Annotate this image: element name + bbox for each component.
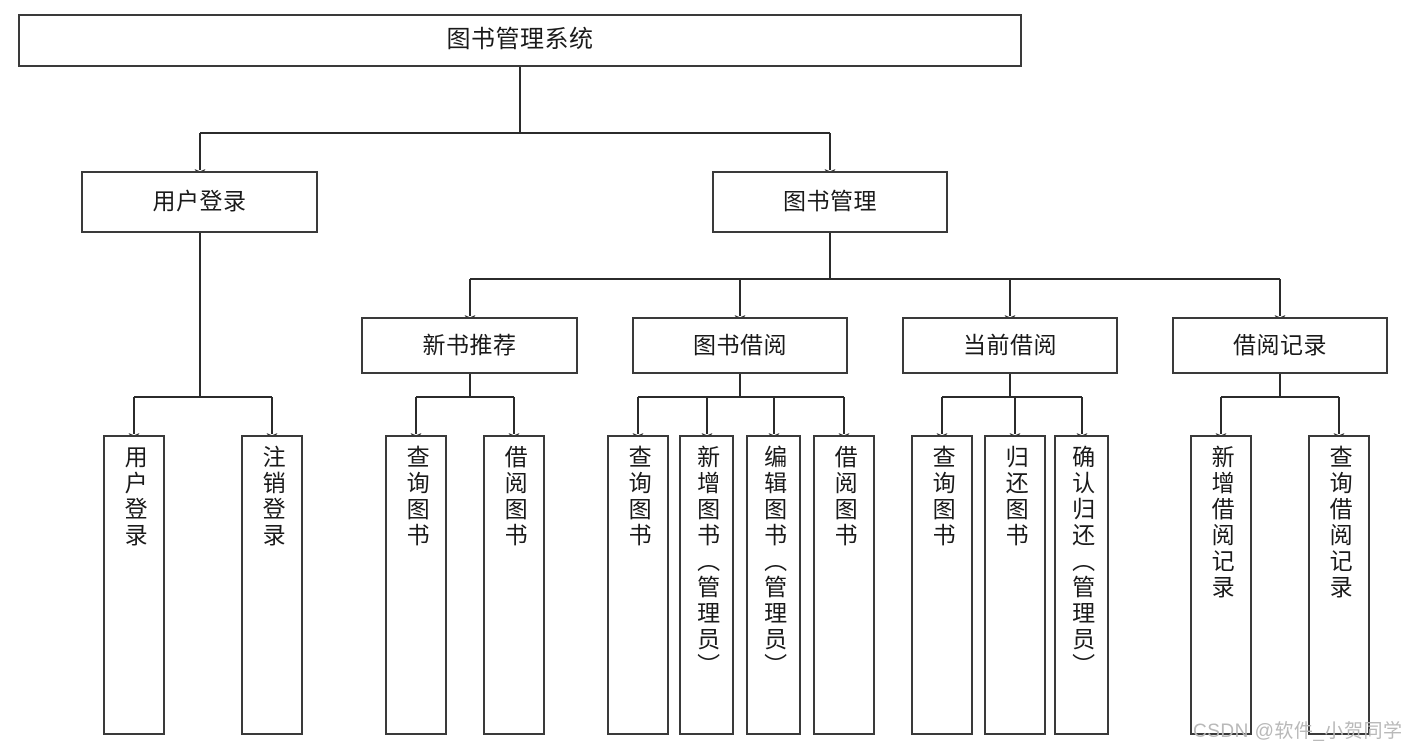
node-label: 查询借阅记录 [1326, 445, 1353, 601]
node-label: 新增借阅记录 [1208, 445, 1235, 601]
node-label: 查询图书 [403, 445, 430, 549]
node-label: 注销登录 [259, 445, 286, 549]
node-label: 图书借阅 [693, 331, 787, 358]
node-label: 当前借阅 [963, 331, 1057, 358]
node-leaf-borrow-book-a[interactable]: 借阅图书 [483, 435, 545, 735]
node-leaf-user-login[interactable]: 用户登录 [103, 435, 165, 735]
node-leaf-add-book[interactable]: 新增图书（管理员） [679, 435, 734, 735]
node-book-mgmt[interactable]: 图书管理 [712, 171, 948, 233]
node-current[interactable]: 当前借阅 [902, 317, 1118, 374]
node-leaf-logout[interactable]: 注销登录 [241, 435, 303, 735]
node-label: 图书管理系统 [446, 26, 594, 54]
node-leaf-add-record[interactable]: 新增借阅记录 [1190, 435, 1252, 735]
connector-lines [128, 67, 1345, 442]
node-leaf-edit-book[interactable]: 编辑图书（管理员） [746, 435, 801, 735]
node-new-rec[interactable]: 新书推荐 [361, 317, 578, 374]
node-leaf-query-book-b[interactable]: 查询图书 [607, 435, 669, 735]
node-leaf-query-book-a[interactable]: 查询图书 [385, 435, 447, 735]
node-records[interactable]: 借阅记录 [1172, 317, 1388, 374]
node-leaf-confirm-return[interactable]: 确认归还（管理员） [1054, 435, 1109, 735]
node-label: 用户登录 [152, 188, 247, 215]
node-leaf-query-record[interactable]: 查询借阅记录 [1308, 435, 1370, 735]
node-leaf-borrow-book-b[interactable]: 借阅图书 [813, 435, 875, 735]
node-label: 新书推荐 [422, 331, 517, 358]
node-label: 新增图书（管理员） [693, 445, 720, 679]
node-borrow[interactable]: 图书借阅 [632, 317, 848, 374]
node-label: 查询图书 [929, 445, 956, 549]
node-label: 确认归还（管理员） [1068, 445, 1095, 679]
node-label: 编辑图书（管理员） [760, 445, 787, 679]
node-label: 借阅图书 [831, 445, 858, 549]
node-label: 归还图书 [1002, 445, 1029, 549]
node-root[interactable]: 图书管理系统 [18, 14, 1022, 67]
node-label: 借阅图书 [501, 445, 528, 549]
node-label: 查询图书 [625, 445, 652, 549]
node-label: 图书管理 [783, 188, 877, 215]
node-login[interactable]: 用户登录 [81, 171, 318, 233]
node-label: 用户登录 [121, 445, 148, 549]
node-leaf-query-book-c[interactable]: 查询图书 [911, 435, 973, 735]
node-label: 借阅记录 [1233, 331, 1327, 358]
node-leaf-return-book[interactable]: 归还图书 [984, 435, 1046, 735]
